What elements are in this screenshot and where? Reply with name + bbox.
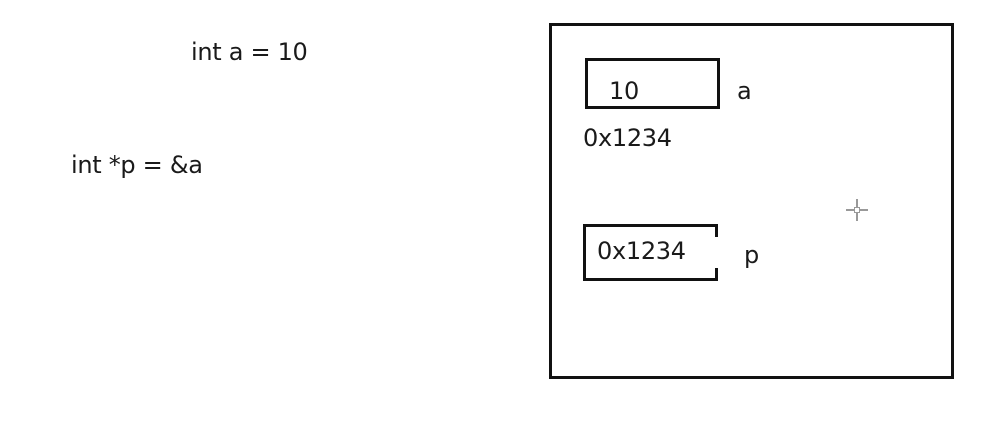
memory-cell-a: [585, 58, 720, 109]
code-line-int-pointer-p: int *p = &a: [71, 151, 203, 179]
value-p: 0x1234: [597, 237, 686, 265]
crosshair-cursor-icon: [846, 199, 868, 221]
memory-region: [549, 23, 954, 379]
value-a: 10: [609, 77, 639, 105]
label-p: p: [744, 241, 759, 269]
label-a: a: [737, 77, 752, 105]
address-a: 0x1234: [583, 124, 672, 152]
memory-cell-p: [583, 224, 718, 281]
code-line-int-a: int a = 10: [191, 38, 308, 66]
